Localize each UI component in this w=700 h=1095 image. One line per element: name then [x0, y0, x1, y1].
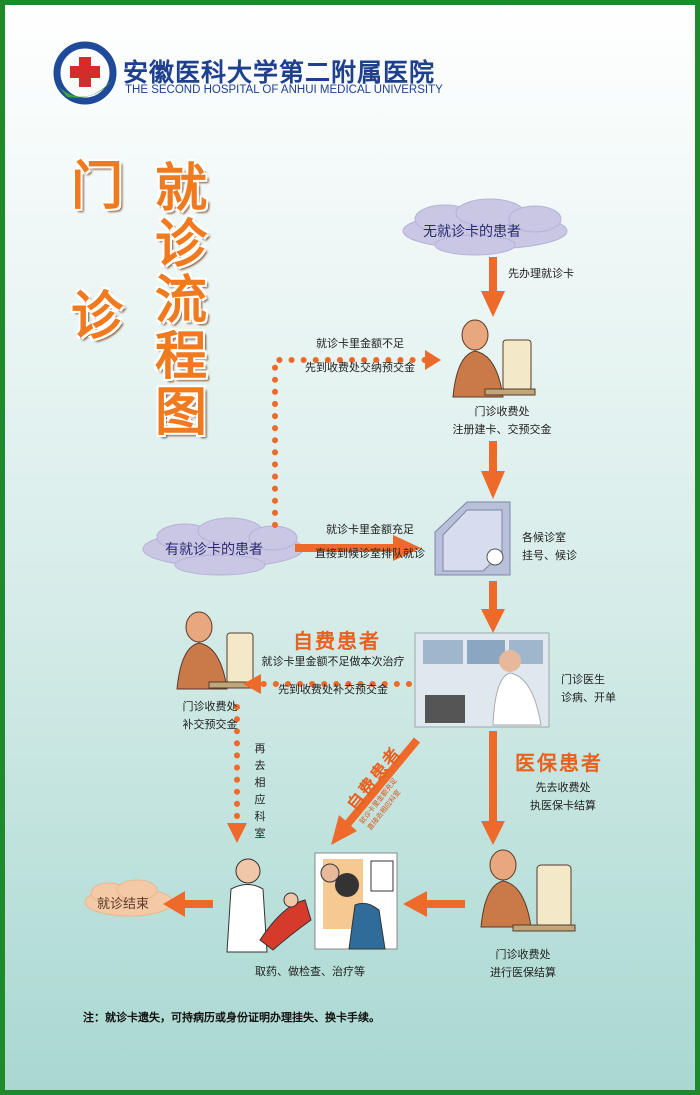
flow-arrow [481, 441, 505, 499]
flow-arrow [481, 731, 505, 845]
title-char: 门 [71, 157, 124, 217]
title-char: 流 [155, 271, 208, 331]
doctor-label: 门诊医生 诊病、开单 [561, 671, 616, 706]
self-pay-insufficient-label: 就诊卡里金额不足做本次治疗 先到收费处补交预交金 [253, 653, 413, 698]
insurance-cashier-label: 先去收费处 执医保卡结算 [520, 779, 606, 814]
go-again-label: 再去相应科室 [254, 742, 266, 841]
insurance-cashier-line2: 执医保卡结算 [530, 798, 596, 812]
end-label: 就诊结束 [97, 897, 150, 912]
treatment-label: 取药、做检查、治疗等 [255, 965, 365, 978]
cashier-illustration [452, 319, 536, 398]
arrowhead-icon [227, 823, 247, 843]
hospital-logo-icon [53, 41, 117, 105]
self-pay-category: 自费患者 [293, 629, 381, 653]
sufficient-line2: 直接到候诊室排队就诊 [315, 546, 425, 560]
no-card-patient-label: 无就诊卡的患者 [423, 224, 521, 240]
insurance-cashier-line1: 先去收费处 [535, 781, 591, 794]
waiting-room-desc: 挂号、候诊 [522, 548, 577, 562]
flow-arrow [331, 737, 421, 845]
insurance-category: 医保患者 [515, 751, 603, 775]
hospital-name-en: THE SECOND HOSPITAL OF ANHUI MEDICAL UNI… [125, 84, 443, 96]
eye-exam-illustration [314, 852, 398, 950]
flow-arrow [403, 891, 465, 917]
title-char: 图 [155, 383, 208, 443]
has-card-patient-label: 有就诊卡的患者 [165, 542, 263, 558]
hospital-name-cn: 安徽医科大学第二附属医院 [123, 58, 436, 87]
waiting-room-label: 各候诊室 挂号、候诊 [522, 529, 577, 564]
self-pay-insufficient-line2: 先到收费处补交预交金 [278, 682, 388, 696]
flow-arrow [481, 581, 505, 633]
dotted-arrow [272, 357, 428, 528]
flow-arrow [163, 891, 213, 917]
title-char: 就 [155, 159, 208, 219]
arrowhead-icon [243, 674, 261, 694]
cashier2-title: 门诊收费处 [182, 700, 238, 713]
cloud-shape [402, 198, 568, 256]
sufficient-label: 就诊卡里金额充足 直接到候诊室排队就诊 [305, 521, 435, 562]
sufficient-line1: 就诊卡里金额充足 [326, 523, 414, 536]
flow-arrow [295, 535, 421, 561]
cashier-illustration [480, 849, 576, 932]
title-char: 程 [155, 327, 208, 387]
cashier1-title: 门诊收费处 [474, 405, 530, 418]
cashier1-label: 门诊收费处 注册建卡、交预交金 [447, 403, 557, 438]
insufficient-top-line1: 就诊卡里金额不足 [316, 337, 404, 350]
cashier3-label: 门诊收费处 进行医保结算 [473, 946, 573, 981]
flow-arrow [481, 257, 505, 317]
doctor-desc: 诊病、开单 [561, 690, 616, 704]
self-pay-insufficient-line1: 就诊卡里金额不足做本次治疗 [261, 655, 405, 668]
title-char: 诊 [71, 287, 124, 347]
footer-note: 注：就诊卡遗失，可持病历或身份证明办理挂失、换卡手续。 [83, 1011, 380, 1024]
insufficient-top-label: 就诊卡里金额不足 先到收费处交纳预交金 [295, 335, 425, 376]
arrowhead-icon [425, 350, 441, 370]
doctor-photo [414, 632, 550, 728]
waiting-room-illustration [434, 501, 511, 576]
diagram-canvas [53, 41, 576, 953]
dentist-illustration [226, 858, 312, 953]
cloud-shape [84, 879, 174, 917]
insufficient-top-line2: 先到收费处交纳预交金 [305, 360, 415, 374]
cloud-shape [142, 517, 304, 576]
cashier2-desc: 补交预交金 [182, 717, 238, 731]
cashier-illustration [176, 611, 258, 690]
cashier1-desc: 注册建卡、交预交金 [452, 422, 552, 436]
title-char: 诊 [155, 215, 208, 275]
cashier2-label: 门诊收费处 补交预交金 [165, 698, 255, 733]
waiting-room-title: 各候诊室 [522, 531, 566, 544]
doctor-title: 门诊医生 [561, 673, 605, 686]
get-card-label: 先办理就诊卡 [508, 267, 574, 280]
cashier3-desc: 进行医保结算 [490, 965, 556, 979]
cashier3-title: 门诊收费处 [495, 948, 551, 961]
